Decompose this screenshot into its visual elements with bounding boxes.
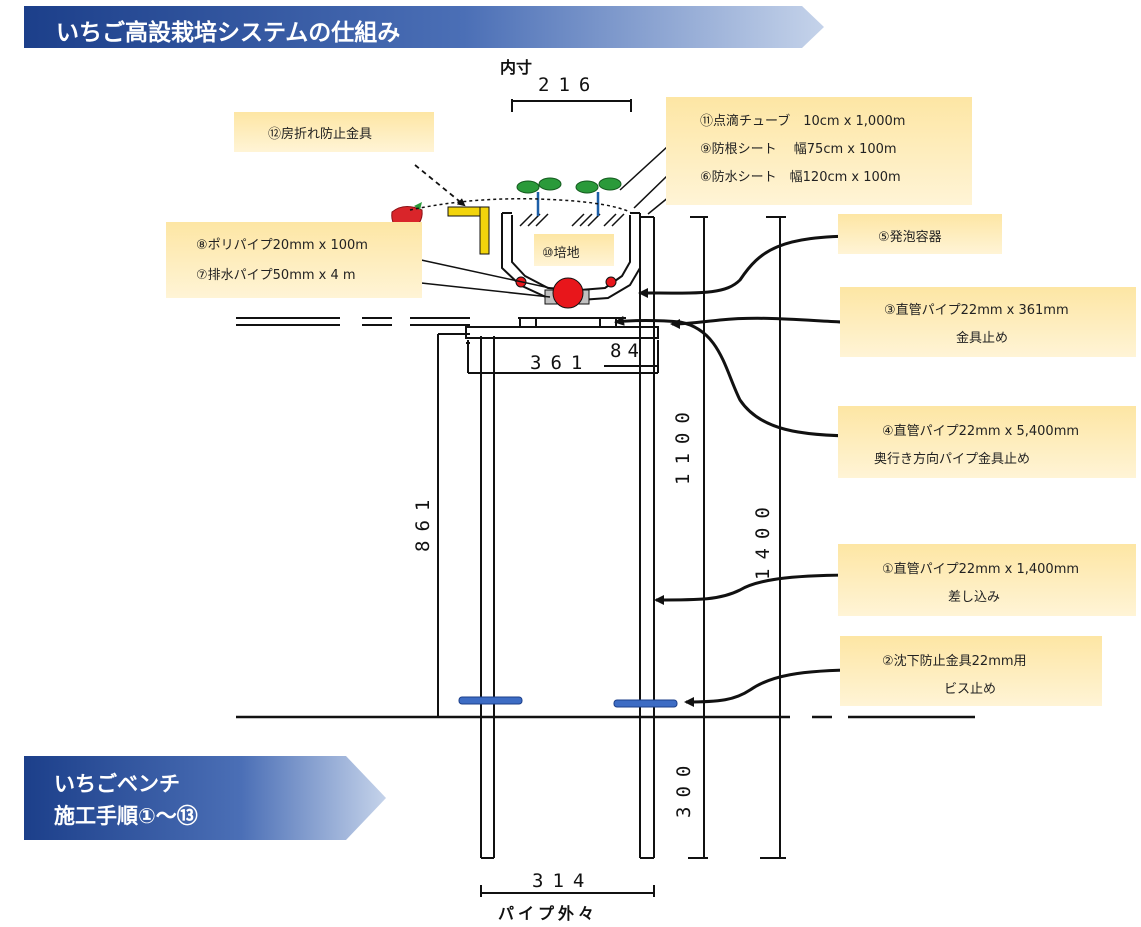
dim-314-text: 314: [532, 870, 594, 892]
label-11-9-6-group: ⑪点滴チューブ 10cm x 1,000m ⑨防根シート 幅75cm x 100…: [666, 97, 972, 205]
procedure-banner-line2: 施工手順①～⑬: [54, 804, 198, 828]
label-6-waterproof-sheet: ⑥防水シート 幅120cm x 100m: [700, 170, 901, 185]
dim-pipe-caption: パイプ外々: [498, 904, 599, 923]
procedure-banner-line1: いちごベンチ: [54, 772, 180, 796]
dim-84-text: 84: [610, 340, 645, 362]
dim-314-bracket: [480, 885, 655, 897]
pipe-right: [639, 216, 655, 859]
label-8-7-group: ⑧ポリパイプ20mm x 100m ⑦排水パイプ50mm x 4 m: [166, 222, 422, 298]
label-10-medium: ⑩培地: [534, 234, 614, 266]
dim-361-text: 361: [530, 352, 592, 374]
seedling-right-icon: [575, 177, 622, 216]
label-2-anti-sink: ②沈下防止金具22mm用 ビス止め: [840, 636, 1102, 706]
dim-1100-line: [690, 216, 708, 717]
title-banner: いちご高設栽培システムの仕組み: [24, 6, 824, 48]
label-12-bracket: ⑫房折れ防止金具: [234, 112, 434, 152]
yellow-bracket: [447, 206, 490, 255]
dim-1100-text: 1100: [672, 403, 694, 485]
label-9-root-sheet: ⑨防根シート 幅75cm x 100m: [700, 142, 897, 157]
label-8-poly-pipe: ⑧ポリパイプ20mm x 100m: [196, 238, 368, 253]
dim-300-line: [688, 717, 708, 859]
label-7-drain-pipe: ⑦排水パイプ50mm x 4 m: [196, 268, 356, 283]
dim-861-text: 861: [412, 490, 434, 552]
base-plate-right: [613, 699, 678, 708]
soil-hatching: [519, 213, 625, 227]
procedure-banner: いちごベンチ 施工手順①～⑬: [24, 756, 386, 840]
title-banner-shape: [24, 6, 824, 48]
dim-861-line: [437, 333, 470, 717]
seedling-left-icon: [516, 177, 562, 216]
label-4-depth-pipe: ④直管パイプ22mm x 5,400mm 奥行き方向パイプ金具止め: [838, 406, 1136, 478]
label-11-drip-tube: ⑪点滴チューブ 10cm x 1,000m: [700, 114, 906, 129]
dim-inner-caption: 内寸: [500, 58, 533, 77]
label-3-cross-pipe: ③直管パイプ22mm x 361mm 金具止め: [840, 287, 1136, 357]
foam-container: [501, 212, 641, 328]
dim-1400-text: 1400: [752, 498, 774, 580]
dim-300-text: 300: [673, 756, 695, 818]
label-5-foam-box: ⑤発泡容器: [838, 214, 1002, 254]
label-1-vertical-pipe: ①直管パイプ22mm x 1,400mm 差し込み: [838, 544, 1136, 616]
drain-pipe: [552, 277, 584, 309]
level-line-left: [236, 317, 470, 326]
page-title: いちご高設栽培システムの仕組み: [56, 20, 401, 46]
dim-216-bracket: [511, 99, 632, 112]
dim-361-bracket: [467, 340, 659, 374]
dim-1400-line: [760, 216, 786, 859]
procedure-banner-shape: [24, 756, 386, 840]
pipe-left: [480, 336, 495, 859]
dotted-arc: [409, 198, 631, 213]
base-plate-left: [458, 696, 523, 705]
dim-216-text: 216: [538, 74, 600, 96]
poly-pipe-right: [605, 276, 617, 288]
